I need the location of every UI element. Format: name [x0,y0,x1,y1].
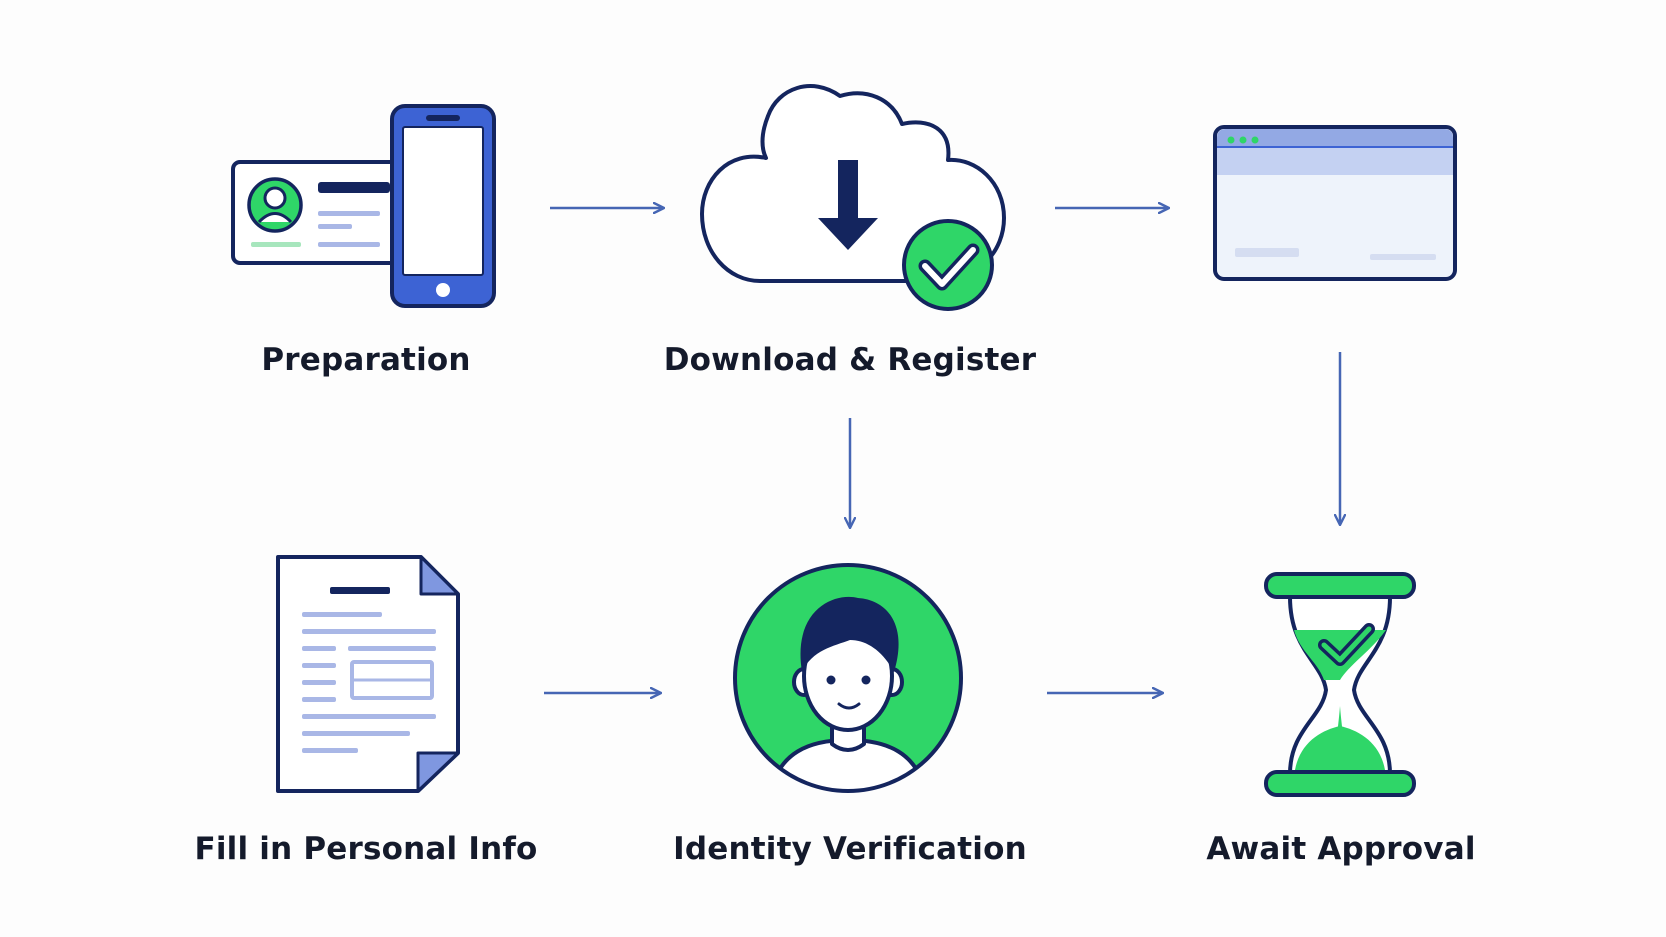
face-verification-icon [733,563,963,793]
step-label-download-register: Download & Register [663,342,1037,378]
step-label-identity-verification: Identity Verification [673,831,1027,867]
step-label-preparation: Preparation [261,342,471,378]
step-label-fill-personal-info: Fill in Personal Info [194,831,538,867]
document-form-icon [276,555,460,793]
browser-window-icon [1213,125,1457,281]
cloud-download-check-icon [700,84,1006,311]
hourglass-check-icon [1264,572,1416,797]
id-card-phone-icon [231,104,496,308]
step-label-await-approval: Await Approval [1206,831,1476,867]
